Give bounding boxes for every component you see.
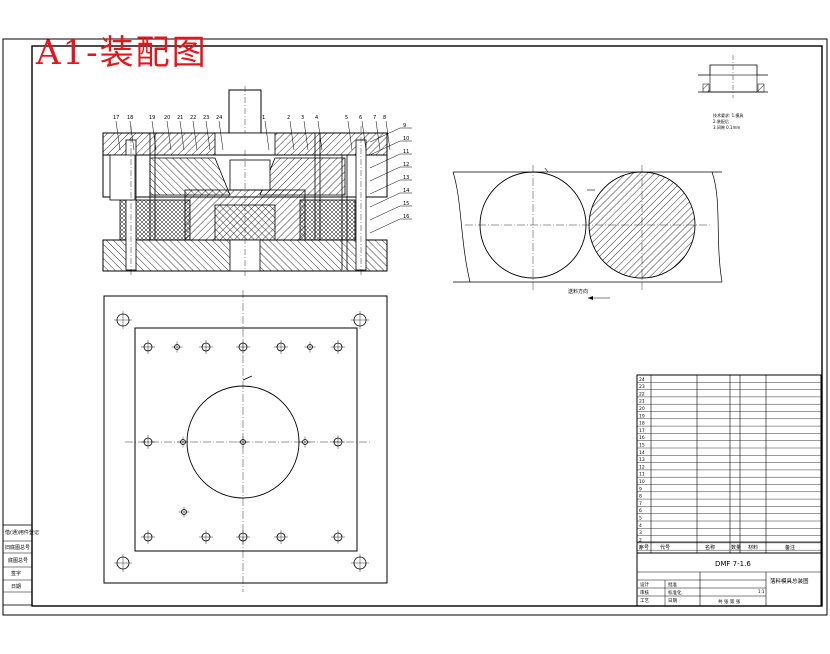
bom-part-number: 18: [639, 421, 645, 427]
callout-right: 16: [403, 214, 409, 220]
bom-part-number: 22: [639, 391, 645, 397]
callout-top: 17: [113, 115, 119, 121]
callout-right: 13: [403, 175, 409, 181]
bom-part-number: 10: [639, 479, 645, 485]
bom-part-number: 13: [639, 457, 645, 463]
callout-top: 23: [203, 115, 209, 121]
bom-part-number: 8: [639, 494, 642, 500]
bom-part-number: 17: [639, 428, 645, 434]
bom-part-number: 21: [639, 399, 645, 405]
bom-part-number: 3: [639, 530, 642, 536]
title-label-4: 标准化: [668, 589, 682, 596]
outer-border: [2, 38, 828, 616]
bom-part-number: 12: [639, 464, 645, 470]
callout-top: 6: [359, 115, 362, 121]
callout-top: 3: [301, 115, 304, 121]
callout-top: 20: [164, 115, 170, 121]
left-label-0: 借(通)用件登记: [5, 529, 39, 536]
callout-top: 1: [262, 115, 265, 121]
bom-part-number: 6: [639, 508, 642, 514]
bom-part-number: 23: [639, 384, 645, 390]
bom-part-number: 15: [639, 443, 645, 449]
title-label-2: 工艺: [640, 598, 649, 604]
callout-top: 21: [177, 115, 183, 121]
bom-header: 序号 代号 名称 数量 材料 备注: [639, 544, 795, 551]
strip-direction-label: 送料方向: [568, 288, 588, 295]
note-line-0: 技术要求: 1.模具: [713, 112, 743, 118]
bom-part-number: 16: [639, 435, 645, 441]
title-label-5: 日期: [668, 598, 677, 604]
callout-top: 2: [287, 115, 290, 121]
bom-part-number: 24: [639, 377, 645, 383]
bom-part-number: 19: [639, 413, 645, 419]
callout-right: 14: [403, 188, 409, 194]
main-section-view: [102, 86, 388, 276]
bom-header-4: 材料: [748, 544, 758, 551]
strip-layout: 送料方向: [452, 165, 723, 300]
sheet-info: 共 张 第 张: [718, 598, 741, 605]
callout-right: 11: [403, 149, 409, 155]
callout-top: 4: [315, 115, 318, 121]
note-line-1: 2.装配后: [713, 118, 729, 124]
part-sketch: 技术要求: 1.模具 2.装配后 3.间隙 0.1mm: [698, 55, 768, 130]
bom-part-number: 2: [639, 537, 642, 543]
callout-right: 9: [403, 123, 406, 129]
callout-top: 18: [127, 115, 133, 121]
title-label-3: 批准: [668, 581, 677, 588]
callout-top: 5: [345, 115, 348, 121]
bom-part-number: 7: [639, 501, 642, 507]
bom-part-number: 20: [639, 406, 645, 412]
left-label-1: 旧底图总号: [5, 544, 30, 551]
callout-top: 24: [216, 115, 222, 121]
page-title: A1-装配图: [36, 33, 208, 73]
bom-table: [636, 374, 822, 554]
bom-header-5: 备注: [785, 544, 795, 551]
bom-header-2: 名称: [705, 544, 715, 551]
bom-part-number: 4: [639, 523, 642, 529]
plan-view-holes: [114, 311, 369, 572]
callout-right: 10: [403, 136, 409, 142]
left-binding-strip: 借(通)用件登记 旧底图总号 底图总号 签字 日期: [2, 524, 39, 606]
bom-header-1: 代号: [660, 544, 670, 551]
inner-border: [31, 45, 823, 607]
callout-right: 15: [403, 201, 409, 207]
scale-value: 1:1: [758, 589, 765, 594]
note-line-2: 3.间隙 0.1mm: [713, 124, 740, 130]
title-block: DMF 7-1.6 落料模具总装图 1:1 共 张 第 张 设计 审核 工艺 批…: [636, 552, 822, 607]
plan-view: [103, 290, 388, 592]
left-label-4: 日期: [11, 584, 21, 590]
title-label-1: 审核: [640, 589, 649, 596]
bom-header-0: 序号: [639, 544, 649, 551]
callout-right: 12: [403, 162, 409, 168]
bom-part-number: 1: [639, 545, 642, 551]
title-label-0: 设计: [640, 581, 649, 588]
callout-top: 19: [149, 115, 155, 121]
drawing-code: DMF 7-1.6: [715, 560, 751, 568]
callout-top: 22: [190, 115, 196, 121]
bom-part-number: 14: [639, 450, 645, 456]
left-label-2: 底图总号: [8, 557, 28, 564]
drawing-name: 落料模具总装图: [770, 577, 809, 585]
bom-header-3: 数量: [731, 544, 741, 551]
left-label-3: 签字: [11, 570, 21, 577]
bom-part-number: 5: [639, 516, 642, 522]
callout-top: 7: [373, 115, 376, 121]
bom-part-number: 9: [639, 486, 642, 492]
callout-top: 8: [383, 115, 386, 121]
bom-part-number: 11: [639, 472, 645, 478]
